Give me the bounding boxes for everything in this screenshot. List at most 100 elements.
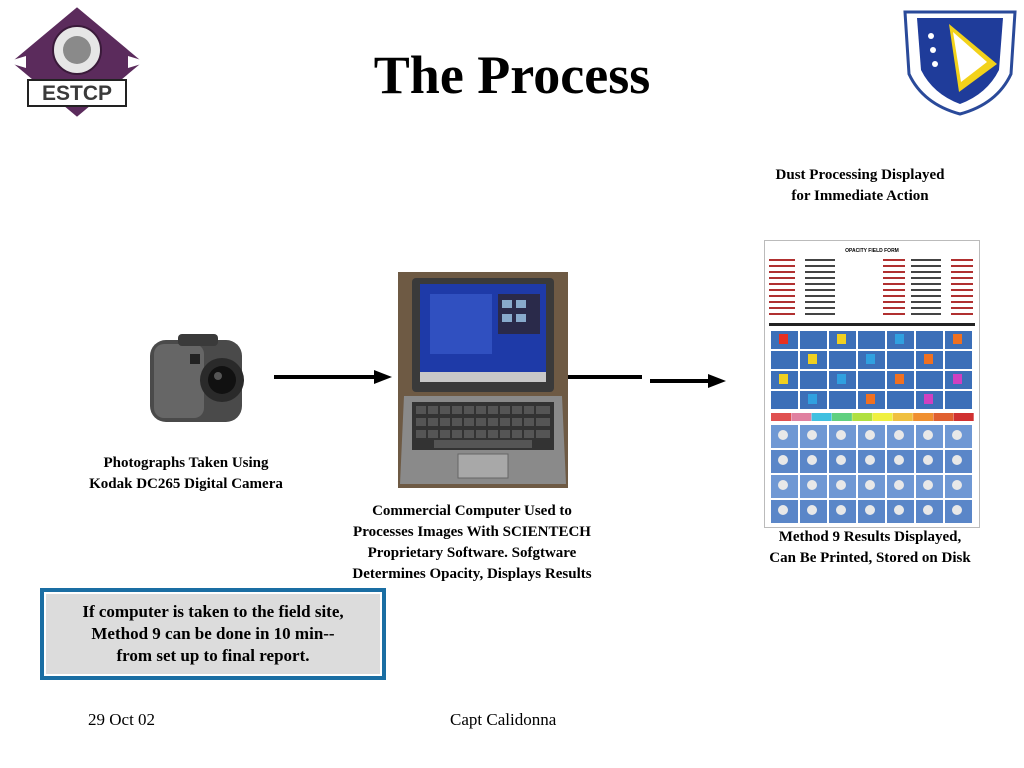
form-text-line [805, 307, 835, 309]
form-text-line [911, 283, 941, 285]
callout-line: from set up to final report. [116, 646, 310, 665]
callout-inner: If computer is taken to the field site, … [44, 592, 382, 676]
smoke-plume [807, 455, 817, 465]
camera-caption-line: Kodak DC265 Digital Camera [89, 476, 283, 492]
form-text-line [769, 271, 795, 273]
form-text-line [883, 289, 905, 291]
opacity-hotspot [808, 394, 817, 404]
opacity-scale-swatch [791, 413, 812, 421]
form-text-line [883, 301, 905, 303]
opacity-hotspot [924, 354, 933, 364]
form-text-line [769, 301, 795, 303]
computer-caption: Commercial Computer Used to Processes Im… [318, 501, 626, 585]
processed-image-cell [945, 351, 972, 369]
processed-image-cell [887, 391, 914, 409]
smoke-plume [836, 480, 846, 490]
results-top-caption-line: for Immediate Action [791, 188, 929, 204]
processed-image-cell [858, 331, 885, 349]
form-text-line [951, 265, 973, 267]
smoke-plume [778, 430, 788, 440]
form-text-line [911, 289, 941, 291]
callout-line: If computer is taken to the field site, [82, 602, 344, 621]
form-text-line [769, 289, 795, 291]
opacity-hotspot [866, 354, 875, 364]
form-text-line [951, 277, 973, 279]
smoke-plume [923, 480, 933, 490]
form-title: OPACITY FIELD FORM [845, 248, 899, 254]
estcp-seal-icon: ESTCP [6, 4, 148, 120]
form-text-line [883, 295, 905, 297]
form-text-line [951, 307, 973, 309]
processed-image-cell [916, 371, 943, 389]
form-text-line [951, 301, 973, 303]
processed-image-cell [800, 331, 827, 349]
footer-date: 29 Oct 02 [88, 710, 156, 729]
form-text-line [911, 271, 941, 273]
opacity-scale-swatch [852, 413, 873, 421]
processed-image-cell [800, 371, 827, 389]
smoke-plume [865, 430, 875, 440]
form-text-line [951, 313, 973, 315]
opacity-hotspot [779, 334, 788, 344]
camera-caption-line: Photographs Taken Using [103, 455, 269, 471]
camera-caption: Photographs Taken Using Kodak DC265 Digi… [60, 453, 312, 495]
form-text-line [951, 271, 973, 273]
computer-caption-line: Proprietary Software. Sofgtware [367, 545, 577, 561]
digital-camera-icon [150, 334, 244, 422]
opacity-hotspot [837, 334, 846, 344]
form-text-line [769, 307, 795, 309]
opacity-hotspot [953, 374, 962, 384]
opacity-scale-swatch [933, 413, 954, 421]
smoke-plume [894, 430, 904, 440]
smoke-plume [807, 480, 817, 490]
processed-image-cell [829, 351, 856, 369]
form-text-line [883, 277, 905, 279]
form-text-line [805, 265, 835, 267]
smoke-plume [923, 430, 933, 440]
opacity-hotspot [895, 374, 904, 384]
form-text-line [951, 259, 973, 261]
form-text-line [951, 289, 973, 291]
opacity-form-graphic: OPACITY FIELD FORM [769, 248, 975, 523]
smoke-plume [952, 480, 962, 490]
smoke-plume [923, 455, 933, 465]
opacity-scale-swatch [892, 413, 913, 421]
smoke-plume [807, 505, 817, 515]
smoke-plume [807, 430, 817, 440]
arrow-right-icon [274, 370, 392, 384]
opacity-hotspot [866, 394, 875, 404]
smoke-plume [836, 505, 846, 515]
processed-image-cell [916, 331, 943, 349]
results-bottom-caption-line: Can Be Printed, Stored on Disk [769, 550, 971, 566]
smoke-plume [894, 505, 904, 515]
opacity-hotspot [779, 374, 788, 384]
form-text-line [883, 307, 905, 309]
processed-image-cell [887, 351, 914, 369]
opacity-hotspot [895, 334, 904, 344]
page-title: The Process [373, 45, 651, 105]
smoke-plume [952, 430, 962, 440]
smoke-plume [836, 430, 846, 440]
estcp-logo-text: ESTCP [42, 82, 112, 105]
smoke-plume [778, 505, 788, 515]
form-text-line [883, 265, 905, 267]
form-text-line [769, 313, 795, 315]
form-text-line [769, 283, 795, 285]
form-text-line [805, 271, 835, 273]
form-text-line [805, 277, 835, 279]
form-text-line [805, 289, 835, 291]
form-text-line [883, 271, 905, 273]
results-bottom-caption: Method 9 Results Displayed, Can Be Print… [740, 527, 1000, 569]
form-text-line [883, 313, 905, 315]
smoke-plume [778, 480, 788, 490]
processed-image-cell [945, 391, 972, 409]
form-text-line [769, 265, 795, 267]
form-text-line [951, 283, 973, 285]
smoke-plume [894, 480, 904, 490]
smoke-plume [952, 455, 962, 465]
form-text-line [805, 283, 835, 285]
smoke-plume [836, 455, 846, 465]
form-text-line [911, 295, 941, 297]
form-text-line [769, 295, 795, 297]
form-text-line [911, 259, 941, 261]
